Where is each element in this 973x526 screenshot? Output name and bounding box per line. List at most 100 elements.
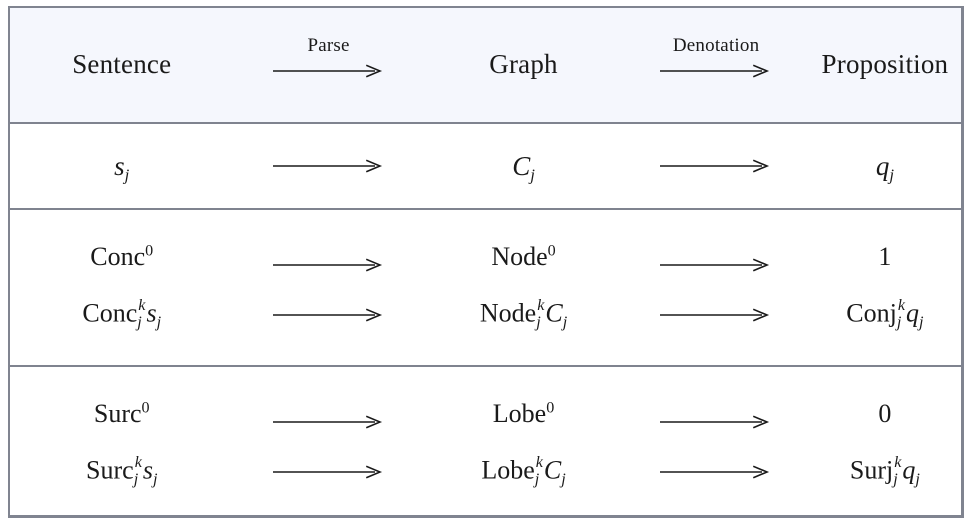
parse-arrow <box>271 459 387 481</box>
expr-arg-sub: j <box>915 470 920 488</box>
mapping-table: Sentence Parse Graph <box>10 8 961 522</box>
rightwards-arrow-icon <box>658 64 774 78</box>
expr-arg-sub: j <box>152 470 158 488</box>
expr-sup: 0 <box>546 399 555 417</box>
expr-arg-base: q <box>906 298 920 328</box>
header-label-graph: Graph <box>489 49 558 80</box>
expr-sup: k <box>894 454 902 472</box>
expression-graph: Lobe0 <box>492 399 555 429</box>
denotation-arrow <box>658 302 774 324</box>
expression-proposition: 0 <box>878 401 891 427</box>
expr-sub: j <box>124 164 130 184</box>
expression-proposition: 1 <box>878 244 891 270</box>
expr-arg-sub: j <box>561 470 566 488</box>
expr-arg-base: C <box>545 298 563 328</box>
expr-arg-sub: j <box>156 313 162 331</box>
rightwards-arrow-icon <box>271 415 387 429</box>
rightwards-arrow-icon <box>271 64 387 78</box>
denotation-arrow <box>658 459 774 481</box>
rightwards-arrow-icon <box>658 308 774 322</box>
cell-denotation-arrow <box>623 366 808 522</box>
header-cell-parse-arrow: Parse <box>233 8 424 124</box>
header-label-sentence: Sentence <box>72 49 172 80</box>
expr-sub: j <box>530 164 535 184</box>
rightwards-arrow-icon <box>271 308 387 322</box>
expression-graph: Cj <box>512 150 535 183</box>
cell-parse-arrow <box>233 366 423 522</box>
expr-arg-sub: j <box>562 313 568 331</box>
expr-base: Lobe <box>492 399 547 429</box>
expr-sup: k <box>537 297 545 315</box>
expr-sub: j <box>893 470 898 488</box>
denotation-arrow: Denotation <box>658 36 774 86</box>
expr-arg-base: q <box>902 455 916 485</box>
expr-sup: 0 <box>547 242 556 260</box>
expr-sub: j <box>133 470 139 488</box>
expr-arg-base: s <box>142 455 153 485</box>
rightwards-arrow-icon <box>271 465 387 479</box>
expr-base: C <box>512 150 531 181</box>
rightwards-arrow-icon <box>658 465 774 479</box>
expr-sub: j <box>889 164 894 184</box>
rightwards-arrow-icon <box>271 159 387 173</box>
parse-arrow <box>271 409 387 431</box>
parse-arrow <box>271 153 387 175</box>
denotation-arrow <box>658 409 774 431</box>
cell-parse-arrow <box>233 209 424 367</box>
cell-sentence: sj <box>10 123 234 210</box>
expr-sup: 0 <box>141 399 150 417</box>
expr-base: Node <box>479 298 537 328</box>
cell-denotation-arrow <box>623 123 809 210</box>
rightwards-arrow-icon <box>658 258 774 272</box>
rightwards-arrow-icon <box>658 415 774 429</box>
cell-parse-arrow <box>233 123 424 210</box>
header-cell-proposition: Proposition <box>808 8 961 124</box>
header-cell-graph: Graph <box>423 8 624 124</box>
denotation-arrow-label: Denotation <box>672 34 760 56</box>
expr-base: Surj <box>849 455 894 485</box>
expr-sub: j <box>896 313 902 331</box>
expr-arg-sub: j <box>919 313 924 331</box>
expr-base: Surc <box>86 455 134 485</box>
expr-base: Surc <box>93 399 142 429</box>
denotation-arrow <box>658 153 774 175</box>
expr-base: 1 <box>878 242 892 272</box>
expr-sub: j <box>534 470 540 488</box>
parse-arrow <box>271 302 387 324</box>
denotation-arrow <box>658 252 774 274</box>
expr-base: Conc <box>82 298 138 328</box>
expression-proposition: qj <box>875 150 894 183</box>
expression-graph: Node0 <box>491 242 556 270</box>
expr-sup: k <box>138 297 146 315</box>
expr-base: q <box>875 150 890 181</box>
expr-sub: j <box>536 313 541 331</box>
expr-sup: k <box>535 454 543 472</box>
expression-sentence: sj <box>114 150 129 183</box>
header-label-proposition: Proposition <box>821 49 949 80</box>
expr-base: Conc <box>90 242 146 272</box>
expr-base: s <box>114 150 125 181</box>
expr-base: 0 <box>878 399 892 429</box>
parse-arrow-label: Parse <box>307 34 350 56</box>
mapping-table-container: Sentence Parse Graph <box>8 6 964 518</box>
table-row: sj Cj <box>10 123 961 210</box>
cell-graph: Cj <box>423 123 624 210</box>
expr-sup: k <box>897 297 906 315</box>
expr-arg-base: C <box>543 455 562 485</box>
